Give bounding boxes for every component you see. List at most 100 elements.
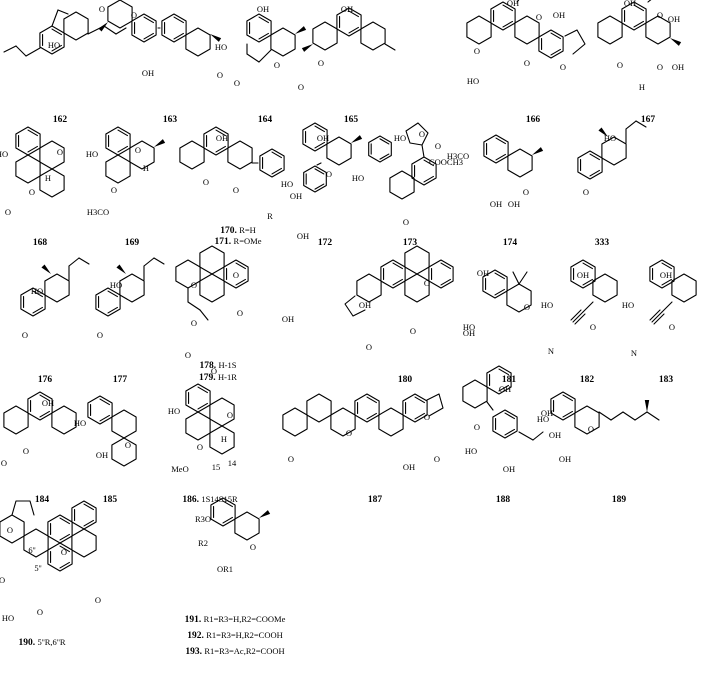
atom-label: OH bbox=[317, 133, 329, 143]
pyran-ring bbox=[356, 273, 382, 303]
bond bbox=[572, 311, 584, 323]
wedge-bond bbox=[295, 26, 307, 34]
double-bond bbox=[107, 290, 118, 298]
aromatic-ring bbox=[368, 135, 392, 163]
atom-label: H3CO bbox=[447, 151, 469, 161]
atom-label: O bbox=[197, 442, 203, 452]
compound-caption: 165 bbox=[344, 115, 359, 125]
double-bond bbox=[59, 561, 70, 569]
atom-label: 6'' bbox=[28, 545, 36, 555]
cyclohexane bbox=[360, 21, 386, 51]
compound-caption: 186. 1S14S15R bbox=[182, 494, 238, 505]
molecule-190 bbox=[0, 500, 97, 572]
atom-label: OH bbox=[559, 454, 571, 464]
pyran-ring bbox=[185, 27, 211, 57]
pyran-ring bbox=[234, 511, 260, 541]
double-bond bbox=[582, 262, 593, 270]
pyran-ring bbox=[119, 273, 145, 303]
atom-label: O bbox=[57, 147, 63, 157]
aromatic-ring bbox=[161, 13, 187, 43]
atom-label: H3CO bbox=[87, 207, 109, 217]
double-bond bbox=[504, 428, 515, 436]
compound-caption: 188 bbox=[496, 495, 511, 505]
atom-label: HO bbox=[0, 149, 8, 159]
double-bond bbox=[83, 519, 94, 527]
lactone-ring bbox=[3, 405, 29, 435]
bond bbox=[15, 45, 27, 57]
molecule-168 bbox=[15, 126, 65, 198]
aromatic-ring bbox=[47, 514, 73, 544]
aromatic-ring bbox=[550, 391, 576, 421]
double-bond bbox=[502, 20, 513, 28]
pyran-ring bbox=[227, 140, 253, 170]
aromatic-ring bbox=[95, 287, 121, 317]
compound-caption: 191. R1=R3=H,R2=COOMe bbox=[185, 614, 286, 625]
atom-label: O bbox=[7, 525, 13, 535]
double-bond bbox=[99, 414, 110, 422]
atom-label: O bbox=[424, 412, 430, 422]
compound-caption: 181 bbox=[502, 375, 517, 385]
double-bond bbox=[215, 129, 226, 137]
pyran-ring bbox=[44, 273, 70, 303]
furan-ring bbox=[344, 295, 366, 317]
compound-caption: 187 bbox=[368, 495, 383, 505]
compound-caption: 178. H-1S bbox=[200, 360, 237, 371]
double-bond bbox=[661, 262, 672, 270]
double-bond bbox=[314, 183, 325, 190]
atom-label: O bbox=[23, 446, 29, 456]
molecule-333 bbox=[577, 120, 647, 180]
double-bond bbox=[392, 262, 403, 270]
aromatic-ring bbox=[203, 126, 229, 156]
pyran-ring bbox=[179, 140, 205, 170]
pyran-ring bbox=[378, 407, 404, 437]
atom-label: O bbox=[131, 10, 137, 20]
atom-label: COOCH3 bbox=[429, 157, 463, 167]
atom-label: O bbox=[524, 58, 530, 68]
atom-label: O bbox=[111, 185, 117, 195]
pyran-ring bbox=[645, 15, 671, 45]
double-bond bbox=[414, 396, 425, 404]
atom-label: HO bbox=[537, 414, 549, 424]
double-bond bbox=[215, 145, 226, 153]
atom-label: OH bbox=[624, 0, 636, 8]
bond bbox=[3, 45, 17, 53]
molecule-188 bbox=[462, 365, 544, 441]
double-bond bbox=[589, 153, 600, 161]
double-bond bbox=[423, 159, 434, 167]
aromatic-ring bbox=[492, 409, 518, 439]
bond bbox=[199, 309, 209, 321]
double-bond bbox=[258, 16, 269, 24]
molecule-173 bbox=[368, 122, 437, 200]
atom-label: HO bbox=[467, 76, 479, 86]
aromatic-ring bbox=[570, 259, 596, 289]
compound-caption: 193. R1=R3=Ac,R2=COOH bbox=[185, 646, 284, 657]
atom-label: OH bbox=[359, 300, 371, 310]
atom-label: R bbox=[267, 211, 273, 221]
atom-label: O bbox=[274, 60, 280, 70]
aromatic-ring bbox=[577, 150, 603, 180]
atom-label: OH bbox=[499, 384, 511, 394]
aromatic-ring bbox=[246, 13, 272, 43]
double-bond bbox=[550, 32, 561, 40]
atom-label: O bbox=[29, 187, 35, 197]
atom-label: O bbox=[191, 318, 197, 328]
aromatic-ring bbox=[105, 126, 131, 156]
double-bond bbox=[414, 412, 425, 420]
compound-caption: 171. R=OMe bbox=[215, 236, 262, 247]
atom-label: O bbox=[366, 342, 372, 352]
atom-label: 14 bbox=[228, 458, 237, 468]
aromatic-ring bbox=[482, 269, 508, 299]
atom-label: O bbox=[233, 270, 239, 280]
aromatic-ring bbox=[185, 383, 211, 413]
molecule-181 bbox=[482, 269, 532, 313]
atom-label: HO bbox=[31, 286, 43, 296]
double-bond bbox=[494, 288, 505, 296]
atom-label: HO bbox=[394, 133, 406, 143]
molecule-178 bbox=[175, 245, 249, 321]
aromatic-ring bbox=[87, 395, 113, 425]
atom-label: O bbox=[560, 62, 566, 72]
aromatic-ring bbox=[490, 1, 516, 31]
atom-label: HO bbox=[281, 179, 293, 189]
atom-label: O bbox=[588, 424, 594, 434]
compound-caption: 333 bbox=[595, 238, 610, 248]
